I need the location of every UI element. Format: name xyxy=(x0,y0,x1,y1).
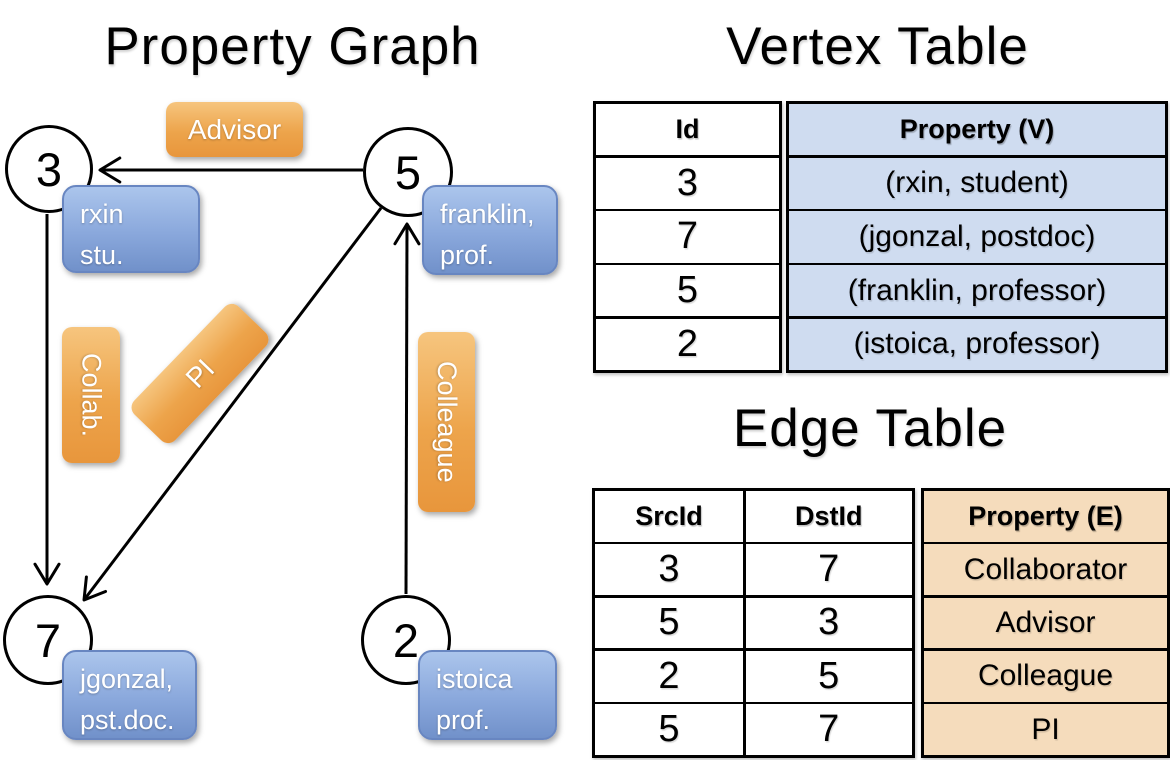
edge-table-dst-cell: 7 xyxy=(745,544,912,596)
edge-table-header-dstid: DstId xyxy=(745,491,912,542)
vertex-table-property-cell: (jgonzal, postdoc) xyxy=(789,211,1165,263)
edge-colleague-2-to-5 xyxy=(393,222,421,595)
edge-label-colleague: Colleague xyxy=(418,332,475,512)
vertex-property-line: prof. xyxy=(436,704,491,735)
edge-table-src-cell: 5 xyxy=(595,704,743,755)
vertex-property-line: prof. xyxy=(440,239,495,270)
vertex-circle-3: 3 xyxy=(5,125,93,213)
vertex-table-id-cell: 7 xyxy=(596,211,779,263)
edge-table-id-columns: SrcId DstId 3 7 5 3 2 5 5 7 xyxy=(592,488,915,758)
edge-table-property-cell: Collaborator xyxy=(924,544,1167,596)
edge-table-header-srcid: SrcId xyxy=(595,491,743,542)
edge-label-collab: Collab. xyxy=(62,327,120,463)
vertex-table-id-cell: 5 xyxy=(596,265,779,317)
edge-table-src-cell: 5 xyxy=(595,597,743,649)
edge-label-pi: PI xyxy=(127,299,273,448)
vertex-table-header-id: Id xyxy=(596,104,779,156)
edge-table-dst-cell: 3 xyxy=(745,597,912,649)
vertex-table-property-cell: (franklin, professor) xyxy=(789,265,1165,317)
vertex-property-line: pst.doc. xyxy=(80,704,175,735)
vertex-property-line: rxin xyxy=(80,199,124,229)
edge-table-dst-cell: 7 xyxy=(745,704,912,755)
vertex-property-line: istoica xyxy=(436,664,513,694)
vertex-table-title: Vertex Table xyxy=(726,17,1029,76)
edge-table-property-cell: PI xyxy=(924,704,1167,755)
vertex-property-line: stu. xyxy=(80,239,124,270)
property-graph-title: Property Graph xyxy=(104,17,481,76)
edge-table-title: Edge Table xyxy=(732,399,1008,458)
vertex-property-box-2: istoica prof. xyxy=(418,650,557,740)
vertex-property-line: franklin, xyxy=(440,199,535,229)
vertex-table-id-column: Id 3 7 5 2 xyxy=(593,101,782,373)
vertex-table-id-cell: 2 xyxy=(596,318,779,370)
edge-table-property-cell: Colleague xyxy=(924,650,1167,702)
edge-table-src-cell: 3 xyxy=(595,544,743,596)
edge-label-advisor: Advisor xyxy=(166,102,303,157)
vertex-property-box-5: franklin, prof. xyxy=(422,185,558,275)
edge-table-property-column: Property (E) Collaborator Advisor Collea… xyxy=(921,488,1170,758)
vertex-property-box-7: jgonzal, pst.doc. xyxy=(62,650,197,740)
vertex-table-property-column: Property (V) (rxin, student) (jgonzal, p… xyxy=(786,101,1168,373)
edge-table-property-cell: Advisor xyxy=(924,597,1167,649)
vertex-table-property-cell: (istoica, professor) xyxy=(789,318,1165,370)
vertex-property-line: jgonzal, xyxy=(80,664,174,694)
edge-table-header-property: Property (E) xyxy=(924,491,1167,542)
edge-table-src-cell: 2 xyxy=(595,650,743,702)
vertex-table-id-cell: 3 xyxy=(596,157,779,209)
vertex-property-box-3: rxin stu. xyxy=(62,185,200,273)
vertex-table-property-cell: (rxin, student) xyxy=(789,157,1165,209)
edge-table-dst-cell: 5 xyxy=(745,650,912,702)
vertex-table-header-property: Property (V) xyxy=(789,104,1165,156)
